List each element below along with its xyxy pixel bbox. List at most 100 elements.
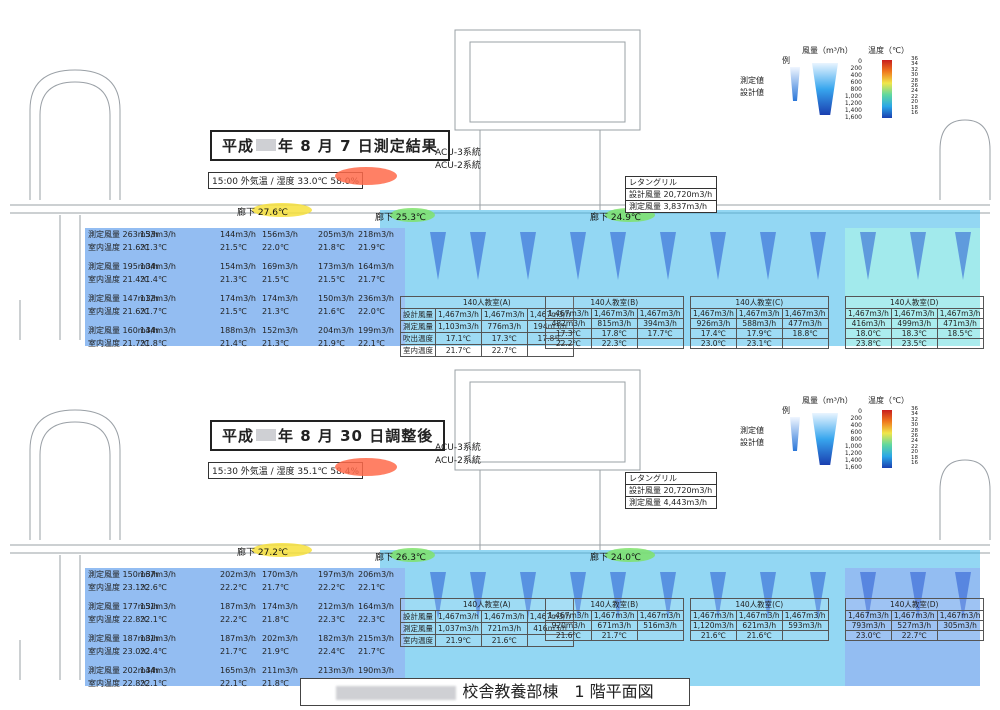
temp-tick: 30 — [911, 72, 918, 79]
flow-legend-title: 風量（m³/h） — [802, 46, 853, 55]
classroom-header-row: 140人教室(D) — [845, 296, 984, 309]
classroom-cell — [781, 630, 829, 641]
redacted-era — [256, 429, 277, 441]
room-value: 22.3℃ — [318, 615, 345, 624]
flow-tick: 1,200 — [844, 100, 862, 107]
corridor-label: 廊下 24.9℃ — [590, 210, 641, 223]
corridor-temp-marker — [252, 543, 312, 557]
room-value: 212m3/h — [318, 602, 354, 611]
temp-colorbar — [882, 60, 892, 118]
corridor-temp: 26.3℃ — [395, 553, 427, 563]
flow-tick: 400 — [850, 422, 862, 429]
flow-tick: 1,000 — [844, 93, 862, 100]
classroom-cell: 1,467m3/h — [636, 308, 684, 319]
classroom-cell: 1,467m3/h — [781, 308, 829, 319]
classroom-cell: 18.5℃ — [936, 328, 984, 339]
corridor-name: 廊下 — [375, 553, 394, 563]
room-value: 室内温度 21.7℃ — [88, 339, 150, 348]
flow-tick: 200 — [850, 65, 862, 72]
classroom-cell: 室内温度 — [400, 634, 436, 647]
classroom-name: 140人教室(B) — [545, 598, 684, 611]
room-value: 室内温度 23.1℃ — [88, 583, 150, 592]
diffuser-cone — [955, 232, 971, 280]
classroom-cell: 1,467m3/h — [735, 610, 783, 621]
classroom-cell: 1,467m3/h — [781, 610, 829, 621]
temp-tick: 24 — [911, 88, 918, 95]
room-value: 測定風量 263m3/h — [88, 230, 159, 239]
flow-tick: 800 — [850, 86, 862, 93]
classroom-cell: 671m3/h — [590, 620, 638, 631]
room-value: 204m3/h — [318, 326, 354, 335]
legend-measured: 測定値 — [740, 76, 764, 85]
grille-row: レタングリル — [629, 178, 677, 187]
classroom-cell: 室内温度 — [400, 344, 436, 357]
classroom-cell: 776m3/h — [480, 320, 528, 333]
room-value: 測定風量 150m3/h — [88, 570, 159, 579]
grille-row: 測定風量 4,443m3/h — [626, 496, 716, 508]
corridor-airflow-zone — [380, 550, 980, 568]
room-value: 144m3/h — [220, 230, 256, 239]
classroom-cell: 設計風量 — [400, 308, 436, 321]
room-value: 174m3/h — [262, 294, 298, 303]
classroom-cell: 1,467m3/h — [936, 308, 984, 319]
room-value: 室内温度 22.8℃ — [88, 679, 150, 688]
classroom-name: 140人教室(C) — [690, 598, 829, 611]
classroom-cell: 721m3/h — [480, 622, 528, 635]
corridor-name: 廊下 — [375, 213, 394, 223]
wall-line — [939, 459, 991, 540]
title-suffix: 年 8 月 7 日測定結果 — [278, 137, 438, 155]
classroom-cell: 815m3/h — [590, 318, 638, 329]
room-value: 22.3℃ — [358, 615, 385, 624]
classroom-cell: 22.7℃ — [890, 630, 938, 641]
temp-tick: 18 — [911, 104, 918, 111]
classroom-cell: 17.3℃ — [545, 328, 592, 339]
classroom-cell: 499m3/h — [890, 318, 938, 329]
room-value: 21.7℃ — [220, 647, 247, 656]
classroom-header-row: 140人教室(D) — [845, 598, 984, 611]
temp-tick: 26 — [911, 433, 918, 439]
flow-tick: 800 — [850, 436, 862, 443]
classroom-cell: 1,120m3/h — [690, 620, 737, 631]
corridor-temp: 24.0℃ — [610, 553, 642, 563]
room-value: 197m3/h — [318, 570, 354, 579]
wall-line — [469, 381, 626, 463]
classroom-cell: 1,467m3/h — [890, 308, 938, 319]
classroom-name: 140人教室(B) — [545, 296, 684, 309]
corridor-name: 廊下 — [590, 213, 609, 223]
flow-tick: 1,400 — [844, 457, 862, 464]
room-value: 169m3/h — [262, 262, 298, 271]
room-value: 21.5℃ — [220, 243, 247, 252]
room-value: 21.3℃ — [262, 339, 289, 348]
room-value: 153m3/h — [140, 230, 176, 239]
room-value: 21.7℃ — [358, 275, 385, 284]
corridor-temp-marker — [605, 548, 655, 562]
room-value: 室内温度 21.4℃ — [88, 275, 150, 284]
flow-tick: 200 — [850, 415, 862, 422]
classroom-cell: 471m3/h — [936, 318, 984, 329]
room-value: 22.2℃ — [318, 583, 345, 592]
room-value: 室内温度 21.6℃ — [88, 243, 150, 252]
wall-line — [29, 69, 121, 200]
room-value: 190m3/h — [358, 666, 394, 675]
room-value: 21.3℃ — [220, 275, 247, 284]
acu2-label: ACU-2系統 — [435, 161, 481, 171]
room-value: 21.4℃ — [220, 339, 247, 348]
room-value: 205m3/h — [318, 230, 354, 239]
legend-measured: 測定値 — [740, 426, 764, 435]
flow-tick: 0 — [858, 58, 862, 65]
grille-row: レタングリル — [629, 474, 677, 483]
wall-line — [29, 409, 121, 540]
room-value: 151m3/h — [140, 602, 176, 611]
room-value: 154m3/h — [220, 262, 256, 271]
redacted-era — [256, 139, 277, 151]
classroom-cell: 17.9℃ — [735, 328, 783, 339]
